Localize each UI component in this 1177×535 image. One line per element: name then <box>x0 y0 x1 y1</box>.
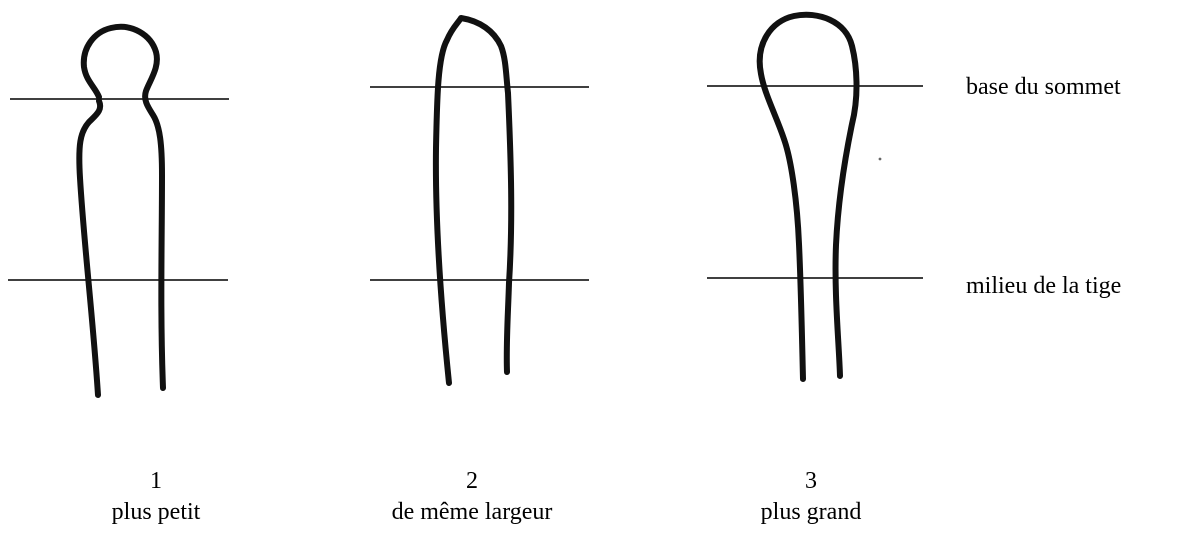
straight-hair-shape <box>432 15 515 386</box>
wide-top-hair-shape <box>756 11 860 382</box>
speck-mark <box>878 157 882 161</box>
shape-description-1: plus petit <box>111 499 201 525</box>
shape-caption-2: 2 de même largeur <box>342 466 602 528</box>
narrow-neck-hair-shape <box>76 23 166 398</box>
shape-description-3: plus grand <box>760 499 862 525</box>
shape-number-1: 1 <box>150 468 162 494</box>
middle-line-label: milieu de la tige <box>966 273 1122 299</box>
shape-number-2: 2 <box>466 468 478 494</box>
top-line-label: base du sommet <box>966 74 1121 100</box>
shape-description-2: de même largeur <box>391 499 553 525</box>
shape-caption-1: 1 plus petit <box>26 466 286 528</box>
shape-number-3: 3 <box>805 468 817 494</box>
shape-caption-3: 3 plus grand <box>681 466 941 528</box>
